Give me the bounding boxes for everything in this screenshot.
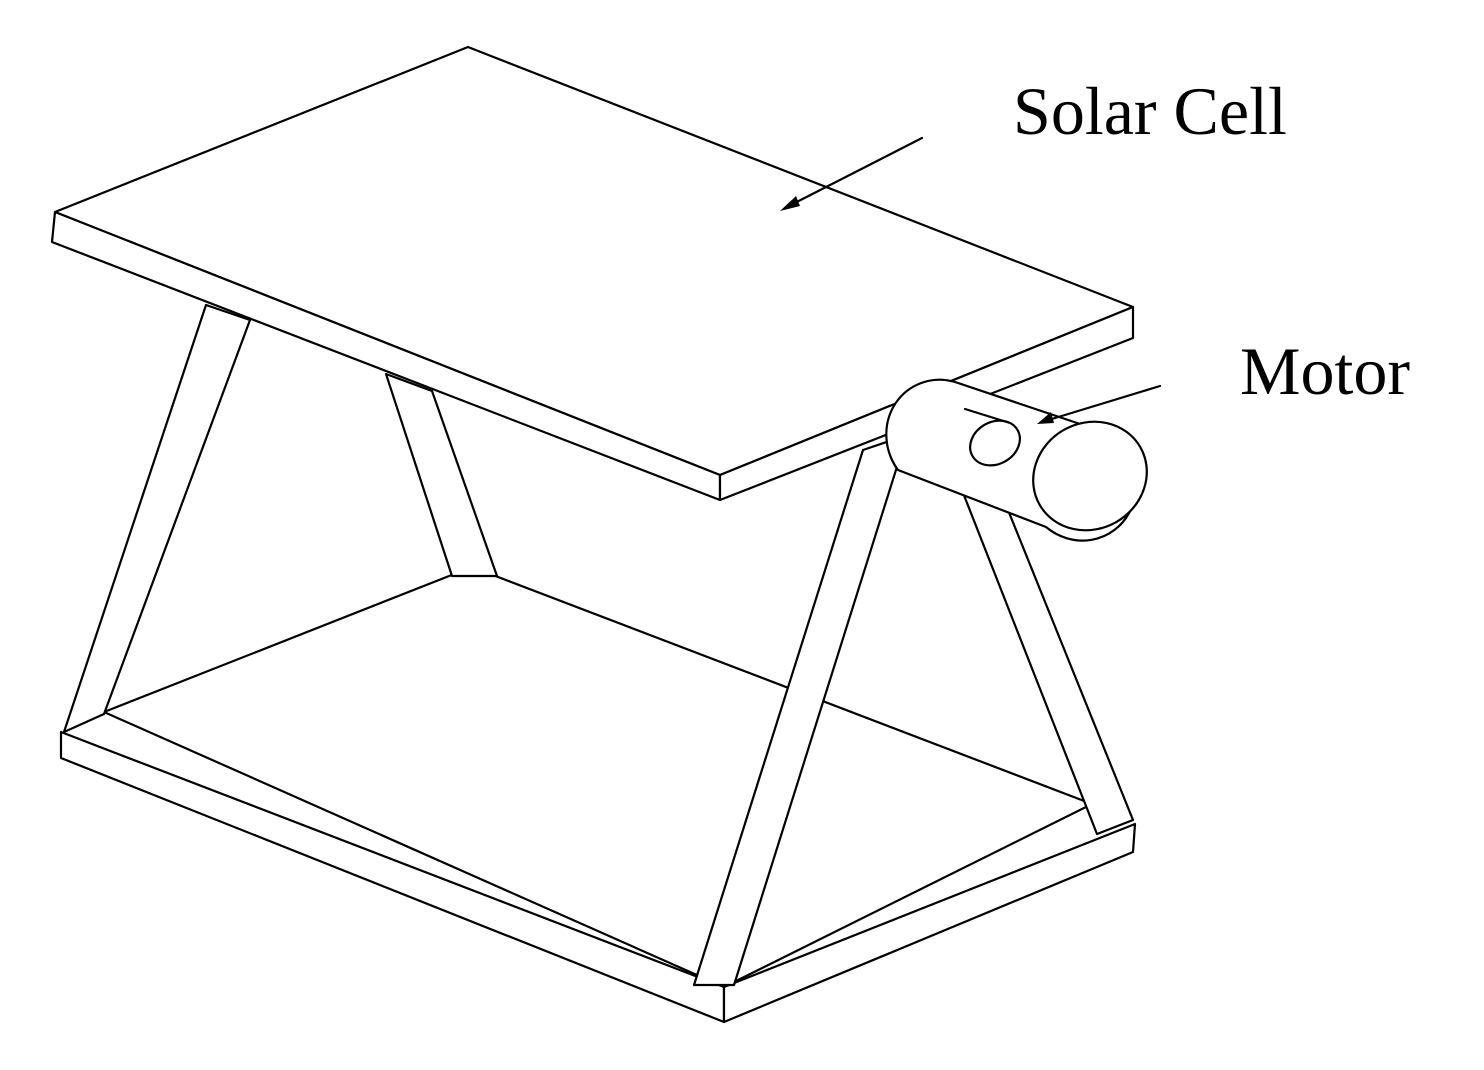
base-plate bbox=[59, 565, 1137, 1024]
solar-cell-label: Solar Cell bbox=[1013, 73, 1287, 149]
motor bbox=[885, 378, 1148, 542]
motor-arrow bbox=[1037, 384, 1162, 424]
solar-cell-arrow bbox=[780, 136, 924, 211]
motor-end-face bbox=[1032, 420, 1148, 532]
back-left-leg bbox=[384, 372, 499, 578]
motor-shaft bbox=[969, 419, 1021, 467]
base-plate-side-edge bbox=[722, 822, 1137, 1024]
motor-label: Motor bbox=[1240, 333, 1410, 409]
front-left-leg bbox=[62, 303, 252, 734]
